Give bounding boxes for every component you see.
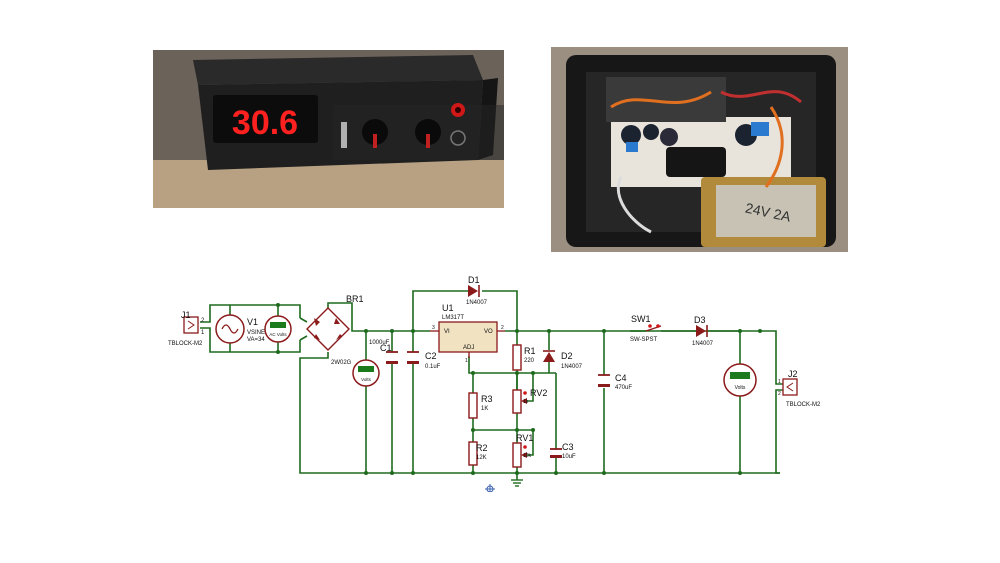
- c1-capacitor[interactable]: C1 1000uF: [369, 340, 398, 364]
- j2-pin2: 2: [778, 391, 781, 397]
- inside-enclosure-illustration: 24V 2A: [551, 47, 848, 252]
- d1-diode[interactable]: D1 1N4007: [466, 275, 488, 306]
- wires: [200, 290, 783, 480]
- c3-capacitor[interactable]: C3 10uF: [550, 442, 576, 460]
- ac-voltmeter[interactable]: AC Volts: [264, 315, 292, 343]
- output-meter-label: Volts: [735, 385, 746, 391]
- d2-diode[interactable]: D2 1N4007: [543, 350, 583, 370]
- rv1-ref: RV1: [516, 433, 533, 443]
- v1-ref: V1: [247, 317, 258, 327]
- u1-ref: U1: [442, 303, 454, 313]
- u1-pin-vi: VI: [444, 329, 450, 335]
- sw1-value: SW-SPST: [630, 337, 658, 343]
- r2-value: 12K: [476, 455, 487, 461]
- junction-dots: [276, 303, 762, 475]
- c4-value: 470uF: [615, 385, 632, 391]
- c3-ref: C3: [562, 442, 574, 452]
- circuit-schematic: J1 TBLOCK-M2 2 1 V1 VSINE VA=34 AC Volts: [160, 268, 832, 494]
- r1-ref: R1: [524, 346, 536, 356]
- j2-value: TBLOCK-M2: [786, 402, 821, 408]
- r1-resistor[interactable]: R1 220: [512, 344, 536, 371]
- br1-value: 2W02G: [331, 360, 352, 366]
- bridge-voltmeter[interactable]: Volts: [352, 359, 380, 387]
- v1-extra: VA=34: [247, 337, 265, 343]
- led-display-value: 30.6: [232, 104, 298, 142]
- u1-pin-vo: VO: [484, 329, 493, 335]
- r2-resistor[interactable]: R2 12K: [468, 441, 488, 466]
- c2-capacitor[interactable]: C2 0.1uF: [407, 351, 441, 370]
- d3-diode[interactable]: D3 1N4007: [692, 315, 714, 347]
- output-voltmeter[interactable]: Volts: [723, 363, 757, 397]
- rv2-ref: RV2: [530, 388, 547, 398]
- c4-ref: C4: [615, 373, 627, 383]
- front-panel-illustration: 30.6: [153, 50, 504, 208]
- inside-enclosure-photo: 24V 2A: [551, 47, 848, 252]
- r3-ref: R3: [481, 394, 493, 404]
- toggle-switch-icon: [341, 122, 347, 148]
- meter-display-icon: [358, 366, 374, 372]
- r1-value: 220: [524, 358, 535, 364]
- u1-pin3: 3: [432, 325, 435, 331]
- c1-ref: C1: [380, 343, 392, 353]
- j1-pin1: 1: [201, 330, 205, 336]
- c4-capacitor[interactable]: C4 470uF: [598, 373, 632, 391]
- br1-ref: BR1: [346, 294, 364, 304]
- ground-icon: [511, 479, 523, 487]
- j1-connector[interactable]: J1 TBLOCK-M2 2 1: [168, 310, 205, 347]
- j2-ref: J2: [788, 369, 798, 379]
- u1-pin1: 1: [465, 358, 468, 364]
- front-panel-photo: 30.6: [153, 50, 504, 208]
- d3-ref: D3: [694, 315, 706, 325]
- ac-meter-label: AC Volts: [269, 332, 287, 337]
- d3-value: 1N4007: [692, 341, 714, 347]
- u1-pin2: 2: [501, 325, 504, 331]
- meter-display-icon: [730, 372, 750, 379]
- r3-resistor[interactable]: R3 1K: [468, 392, 493, 419]
- j2-pin1: 1: [778, 379, 781, 385]
- d2-value: 1N4007: [561, 364, 583, 370]
- c2-value: 0.1uF: [425, 364, 441, 370]
- c1-value: 1000uF: [369, 340, 390, 346]
- j1-value: TBLOCK-M2: [168, 341, 203, 347]
- rv1-potentiometer[interactable]: RV1 10k: [512, 433, 533, 468]
- u1-pin-adj: ADJ: [463, 345, 474, 351]
- bridge-meter-label: Volts: [361, 377, 372, 382]
- rv1-value: 10k: [523, 453, 532, 459]
- rv2-value: 1k: [523, 399, 529, 405]
- u1-voltage-regulator[interactable]: U1 LM317T VI VO ADJ 3 2 1: [430, 303, 505, 364]
- r2-ref: R2: [476, 443, 488, 453]
- rv2-potentiometer[interactable]: RV2 1k: [512, 388, 547, 414]
- c2-ref: C2: [425, 351, 437, 361]
- d1-ref: D1: [468, 275, 480, 285]
- sw1-switch[interactable]: SW1 SW-SPST: [630, 314, 692, 343]
- meter-display-icon: [270, 322, 286, 328]
- u1-value: LM317T: [442, 315, 464, 321]
- d1-value: 1N4007: [466, 300, 488, 306]
- c3-value: 10uF: [562, 454, 576, 460]
- j2-connector[interactable]: J2 TBLOCK-M2 1 2: [778, 369, 821, 408]
- knob-icon: [415, 119, 441, 145]
- r3-value: 1K: [481, 406, 488, 412]
- schematic-canvas: J1 TBLOCK-M2 2 1 V1 VSINE VA=34 AC Volts: [160, 268, 832, 494]
- j1-pin2: 2: [201, 318, 205, 324]
- v1-value: VSINE: [247, 330, 265, 336]
- sine-wave-icon: [221, 324, 239, 334]
- black-jack-icon: [450, 130, 466, 146]
- j1-ref: J1: [181, 310, 191, 320]
- knob-icon: [362, 119, 388, 145]
- d2-ref: D2: [561, 351, 573, 361]
- br1-bridge-rectifier[interactable]: BR1 2W02G: [306, 294, 364, 366]
- v1-ac-source[interactable]: V1 VSINE VA=34: [215, 305, 265, 352]
- sw1-ref: SW1: [631, 314, 651, 324]
